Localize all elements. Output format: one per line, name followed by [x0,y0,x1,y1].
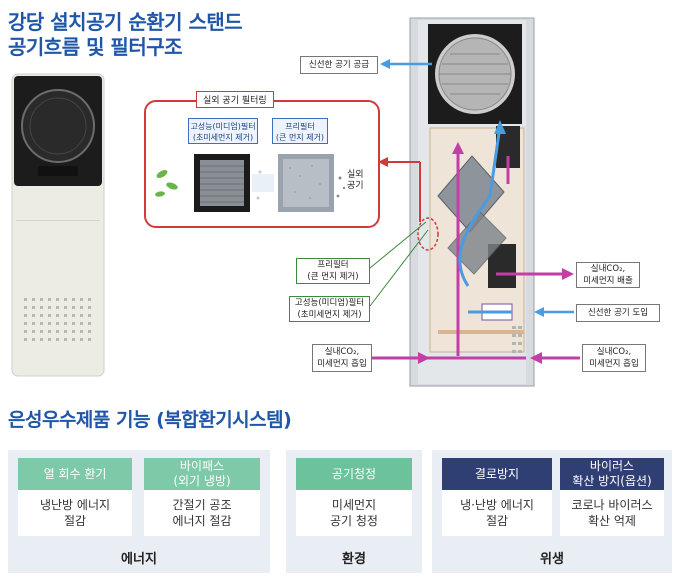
feature-bypass-head: 바이패스 (외기 냉방) [144,458,260,490]
callout-prefilter: 프리필터 (큰 먼지 제거) [296,258,370,284]
callout-indoor-intake-left: 실내CO₂, 미세먼지 흡입 [312,344,372,372]
group-environment-label: 환경 [342,552,366,567]
outdoor-air-label: 실외 공기 [347,170,364,191]
page-title-line2: 공기흐름 및 필터구조 [8,35,183,59]
group-energy-label: 에너지 [121,552,157,567]
page-title-line1: 강당 설치공기 순환기 스탠드 [8,10,243,34]
prefilter-label: 프리필터 (큰 먼지 제거) [272,118,328,144]
feature-bypass-body: 간절기 공조 에너지 절감 [144,490,260,536]
feature-air-purify-body: 미세먼지 공기 청정 [296,490,412,536]
group-hygiene-label: 위생 [540,552,564,567]
callout-indoor-intake-right: 실내CO₂, 미세먼지 흡입 [582,344,646,372]
feature-heat-recovery-body: 냉난방 에너지 절감 [18,490,132,536]
feature-condensation-head: 결로방지 [442,458,552,490]
filter-detail-title: 실외 공기 필터링 [196,91,274,108]
feature-heat-recovery-head: 열 회수 환기 [18,458,132,490]
feature-air-purify-head: 공기청정 [296,458,412,490]
feature-virus-body: 코로나 바이러스 확산 억제 [560,490,664,536]
filter-illustration [155,154,346,212]
callout-indoor-exhaust: 실내CO₂, 미세먼지 배출 [576,262,640,288]
callout-fresh-supply: 신선한 공기 공급 [300,56,378,74]
feature-condensation-body: 냉·난방 에너지 절감 [442,490,552,536]
callout-hepa-filter: 고성능(미디엄)필터 (초미세먼지 제거) [289,296,370,322]
callout-fresh-intake: 신선한 공기 도입 [576,304,660,322]
hepa-filter-label: 고성능(미디엄)필터 (초미세먼지 제거) [188,118,258,144]
unit-cutaway-diagram [409,17,535,387]
feature-virus-head: 바이러스 확산 방지(옵션) [560,458,664,490]
features-section-title: 은성우수제품 기능 (복합환기시스템) [8,409,292,431]
stand-unit-image [11,73,105,377]
